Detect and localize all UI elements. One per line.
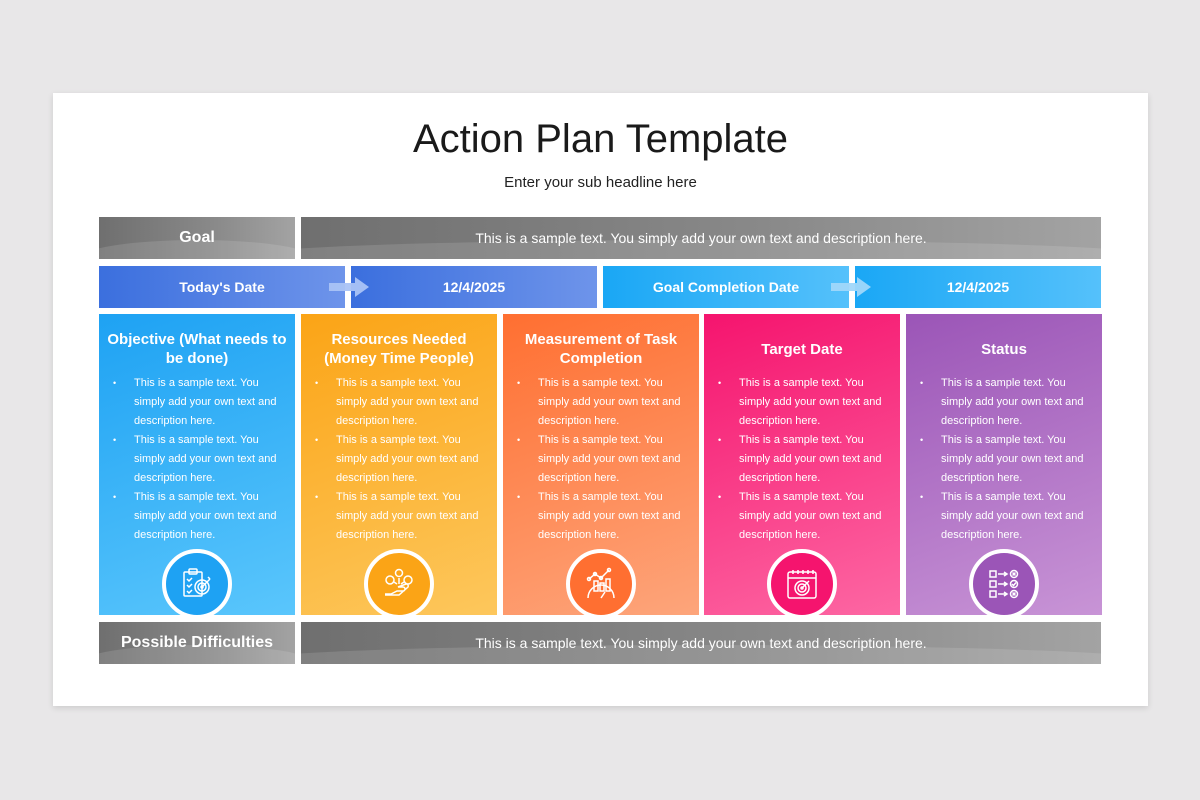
column-objective: Objective (What needs to be done) This i…: [99, 314, 295, 615]
slide: Action Plan Template Enter your sub head…: [53, 93, 1148, 706]
bullet-item: This is a sample text. You simply add yo…: [315, 374, 485, 431]
bullet-item: This is a sample text. You simply add yo…: [920, 374, 1090, 431]
column-status: Status This is a sample text. You simply…: [906, 314, 1102, 615]
column-title: Resources Needed (Money Time People): [324, 331, 474, 367]
bullet-item: This is a sample text. You simply add yo…: [315, 488, 485, 545]
bullet-list: This is a sample text. You simply add yo…: [301, 374, 497, 545]
column-resources: Resources Needed (Money Time People) Thi…: [301, 314, 497, 615]
bullet-item: This is a sample text. You simply add yo…: [113, 431, 283, 488]
goal-text-box: This is a sample text. You simply add yo…: [301, 217, 1101, 259]
completion-date-value-box: 12/4/2025: [855, 266, 1101, 308]
bullet-item: This is a sample text. You simply add yo…: [920, 431, 1090, 488]
bullet-item: This is a sample text. You simply add yo…: [718, 431, 888, 488]
completion-date-label-box: Goal Completion Date: [603, 266, 849, 308]
todays-date-label-box: Today's Date: [99, 266, 345, 308]
column-title: Target Date: [761, 340, 843, 358]
bullet-item: This is a sample text. You simply add yo…: [113, 374, 283, 431]
todays-date-value: 12/4/2025: [442, 279, 506, 295]
column-measurement: Measurement of Task Completion This is a…: [503, 314, 699, 615]
column-target-date: Target Date This is a sample text. You s…: [704, 314, 900, 615]
bullet-list: This is a sample text. You simply add yo…: [99, 374, 295, 545]
goal-text: This is a sample text. You simply add yo…: [475, 230, 927, 246]
bullet-item: This is a sample text. You simply add yo…: [718, 488, 888, 545]
difficulties-text-box: This is a sample text. You simply add yo…: [301, 622, 1101, 664]
goal-label: Goal: [179, 229, 215, 246]
bullet-item: This is a sample text. You simply add yo…: [517, 431, 687, 488]
hand-resources-icon: [364, 549, 434, 615]
bullet-list: This is a sample text. You simply add yo…: [704, 374, 900, 545]
bullet-item: This is a sample text. You simply add yo…: [517, 488, 687, 545]
bullet-item: This is a sample text. You simply add yo…: [315, 431, 485, 488]
goal-label-box: Goal: [99, 217, 295, 259]
page-title: Action Plan Template: [412, 117, 789, 161]
checklist-status-icon: [969, 549, 1039, 615]
bullet-item: This is a sample text. You simply add yo…: [718, 374, 888, 431]
gauge-chart-icon: [566, 549, 636, 615]
bullet-item: This is a sample text. You simply add yo…: [920, 488, 1090, 545]
bullet-item: This is a sample text. You simply add yo…: [517, 374, 687, 431]
todays-date-value-box: 12/4/2025: [351, 266, 597, 308]
column-title: Measurement of Task Completion: [524, 331, 678, 367]
bullet-item: This is a sample text. You simply add yo…: [113, 488, 283, 545]
completion-date-value: 12/4/2025: [946, 279, 1010, 295]
difficulties-label: Possible Difficulties: [120, 634, 274, 651]
calendar-target-icon: [767, 549, 837, 615]
completion-date-label: Goal Completion Date: [652, 279, 800, 295]
page-subtitle: Enter your sub headline here: [504, 174, 697, 191]
bullet-list: This is a sample text. You simply add yo…: [503, 374, 699, 545]
arrow-right-icon: [329, 277, 369, 297]
arrow-right-icon: [831, 277, 871, 297]
column-title: Status: [981, 340, 1027, 358]
column-title: Objective (What needs to be done): [107, 331, 287, 367]
clipboard-target-icon: [162, 549, 232, 615]
difficulties-label-box: Possible Difficulties: [99, 622, 295, 664]
todays-date-label: Today's Date: [179, 279, 265, 295]
difficulties-text: This is a sample text. You simply add yo…: [475, 635, 927, 651]
bullet-list: This is a sample text. You simply add yo…: [906, 374, 1102, 545]
